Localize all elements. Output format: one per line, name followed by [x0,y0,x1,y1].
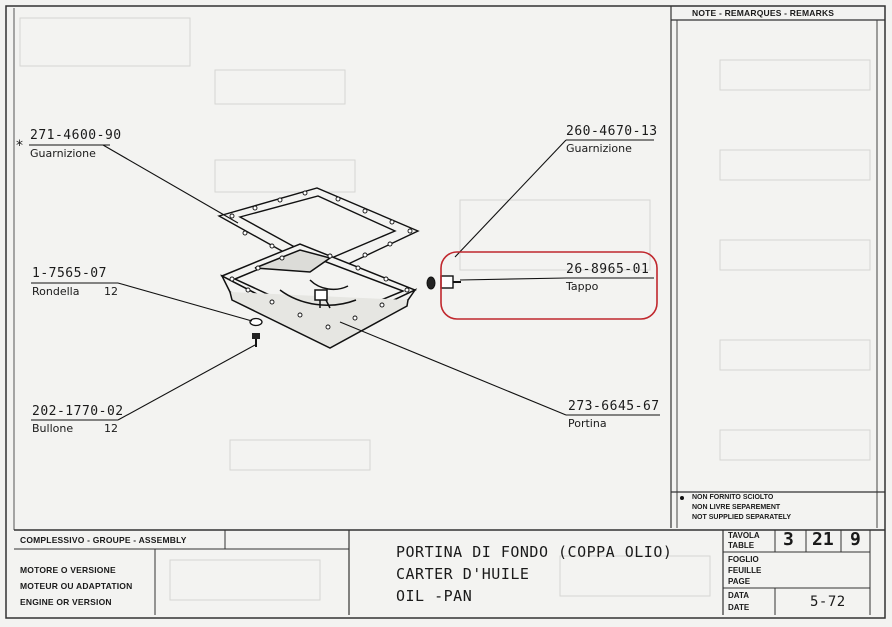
legend-line-fr: NON LIVRE SEPAREMENT [692,504,781,511]
table-number-1: 3 [783,529,794,550]
table-number-2: 21 [812,529,834,550]
date-label-it: DATA [728,591,750,600]
part-name-gasket-pan: Guarnizione [30,147,96,160]
part-qty-washer: 12 [104,285,118,298]
legend-line-it: NON FORNITO SCIOLTO [692,494,774,501]
drawing-title-fr: CARTER D'HUILE [396,565,530,583]
table-number-3: 9 [850,529,861,550]
highlight-box [440,251,658,320]
part-name-gasket-plug: Guarnizione [566,142,632,155]
date-value: 5-72 [810,594,846,610]
page-label-en: PAGE [728,577,751,586]
engine-label-it: MOTORE O VERSIONE [20,565,116,575]
part-name-bolt: Bullone [32,422,74,435]
assembly-label: COMPLESSIVO - GROUPE - ASSEMBLY [20,535,187,545]
not-separately-supplied-marker: * [16,138,23,154]
engine-label-fr: MOTEUR OU ADAPTATION [20,581,133,591]
engine-label-en: ENGINE OR VERSION [20,597,112,607]
page-label-it: FOGLIO [728,555,759,564]
part-name-oil-pan: Portina [568,417,607,430]
part-number-plug: 26-8965-01 [566,262,650,277]
part-number-gasket-pan: 271-4600-90 [30,128,122,143]
part-number-gasket-plug: 260-4670-13 [566,124,658,139]
part-number-bolt: 202-1770-02 [32,404,124,419]
part-number-washer: 1-7565-07 [32,266,107,281]
table-label-en: TABLE [728,541,755,550]
drawing-title-it: PORTINA DI FONDO (COPPA OLIO) [396,543,673,561]
part-number-oil-pan: 273-6645-67 [568,399,660,414]
drawing-title-en: OIL -PAN [396,587,473,605]
remarks-header: NOTE - REMARQUES - REMARKS [692,8,835,18]
date-label-en: DATE [728,603,750,612]
part-name-washer: Rondella [32,285,80,298]
legend-line-en: NOT SUPPLIED SEPARATELY [692,514,792,521]
part-qty-bolt: 12 [104,422,118,435]
part-name-plug: Tappo [566,280,599,293]
table-label-it: TAVOLA [728,531,760,540]
page-label-fr: FEUILLE [728,566,762,575]
